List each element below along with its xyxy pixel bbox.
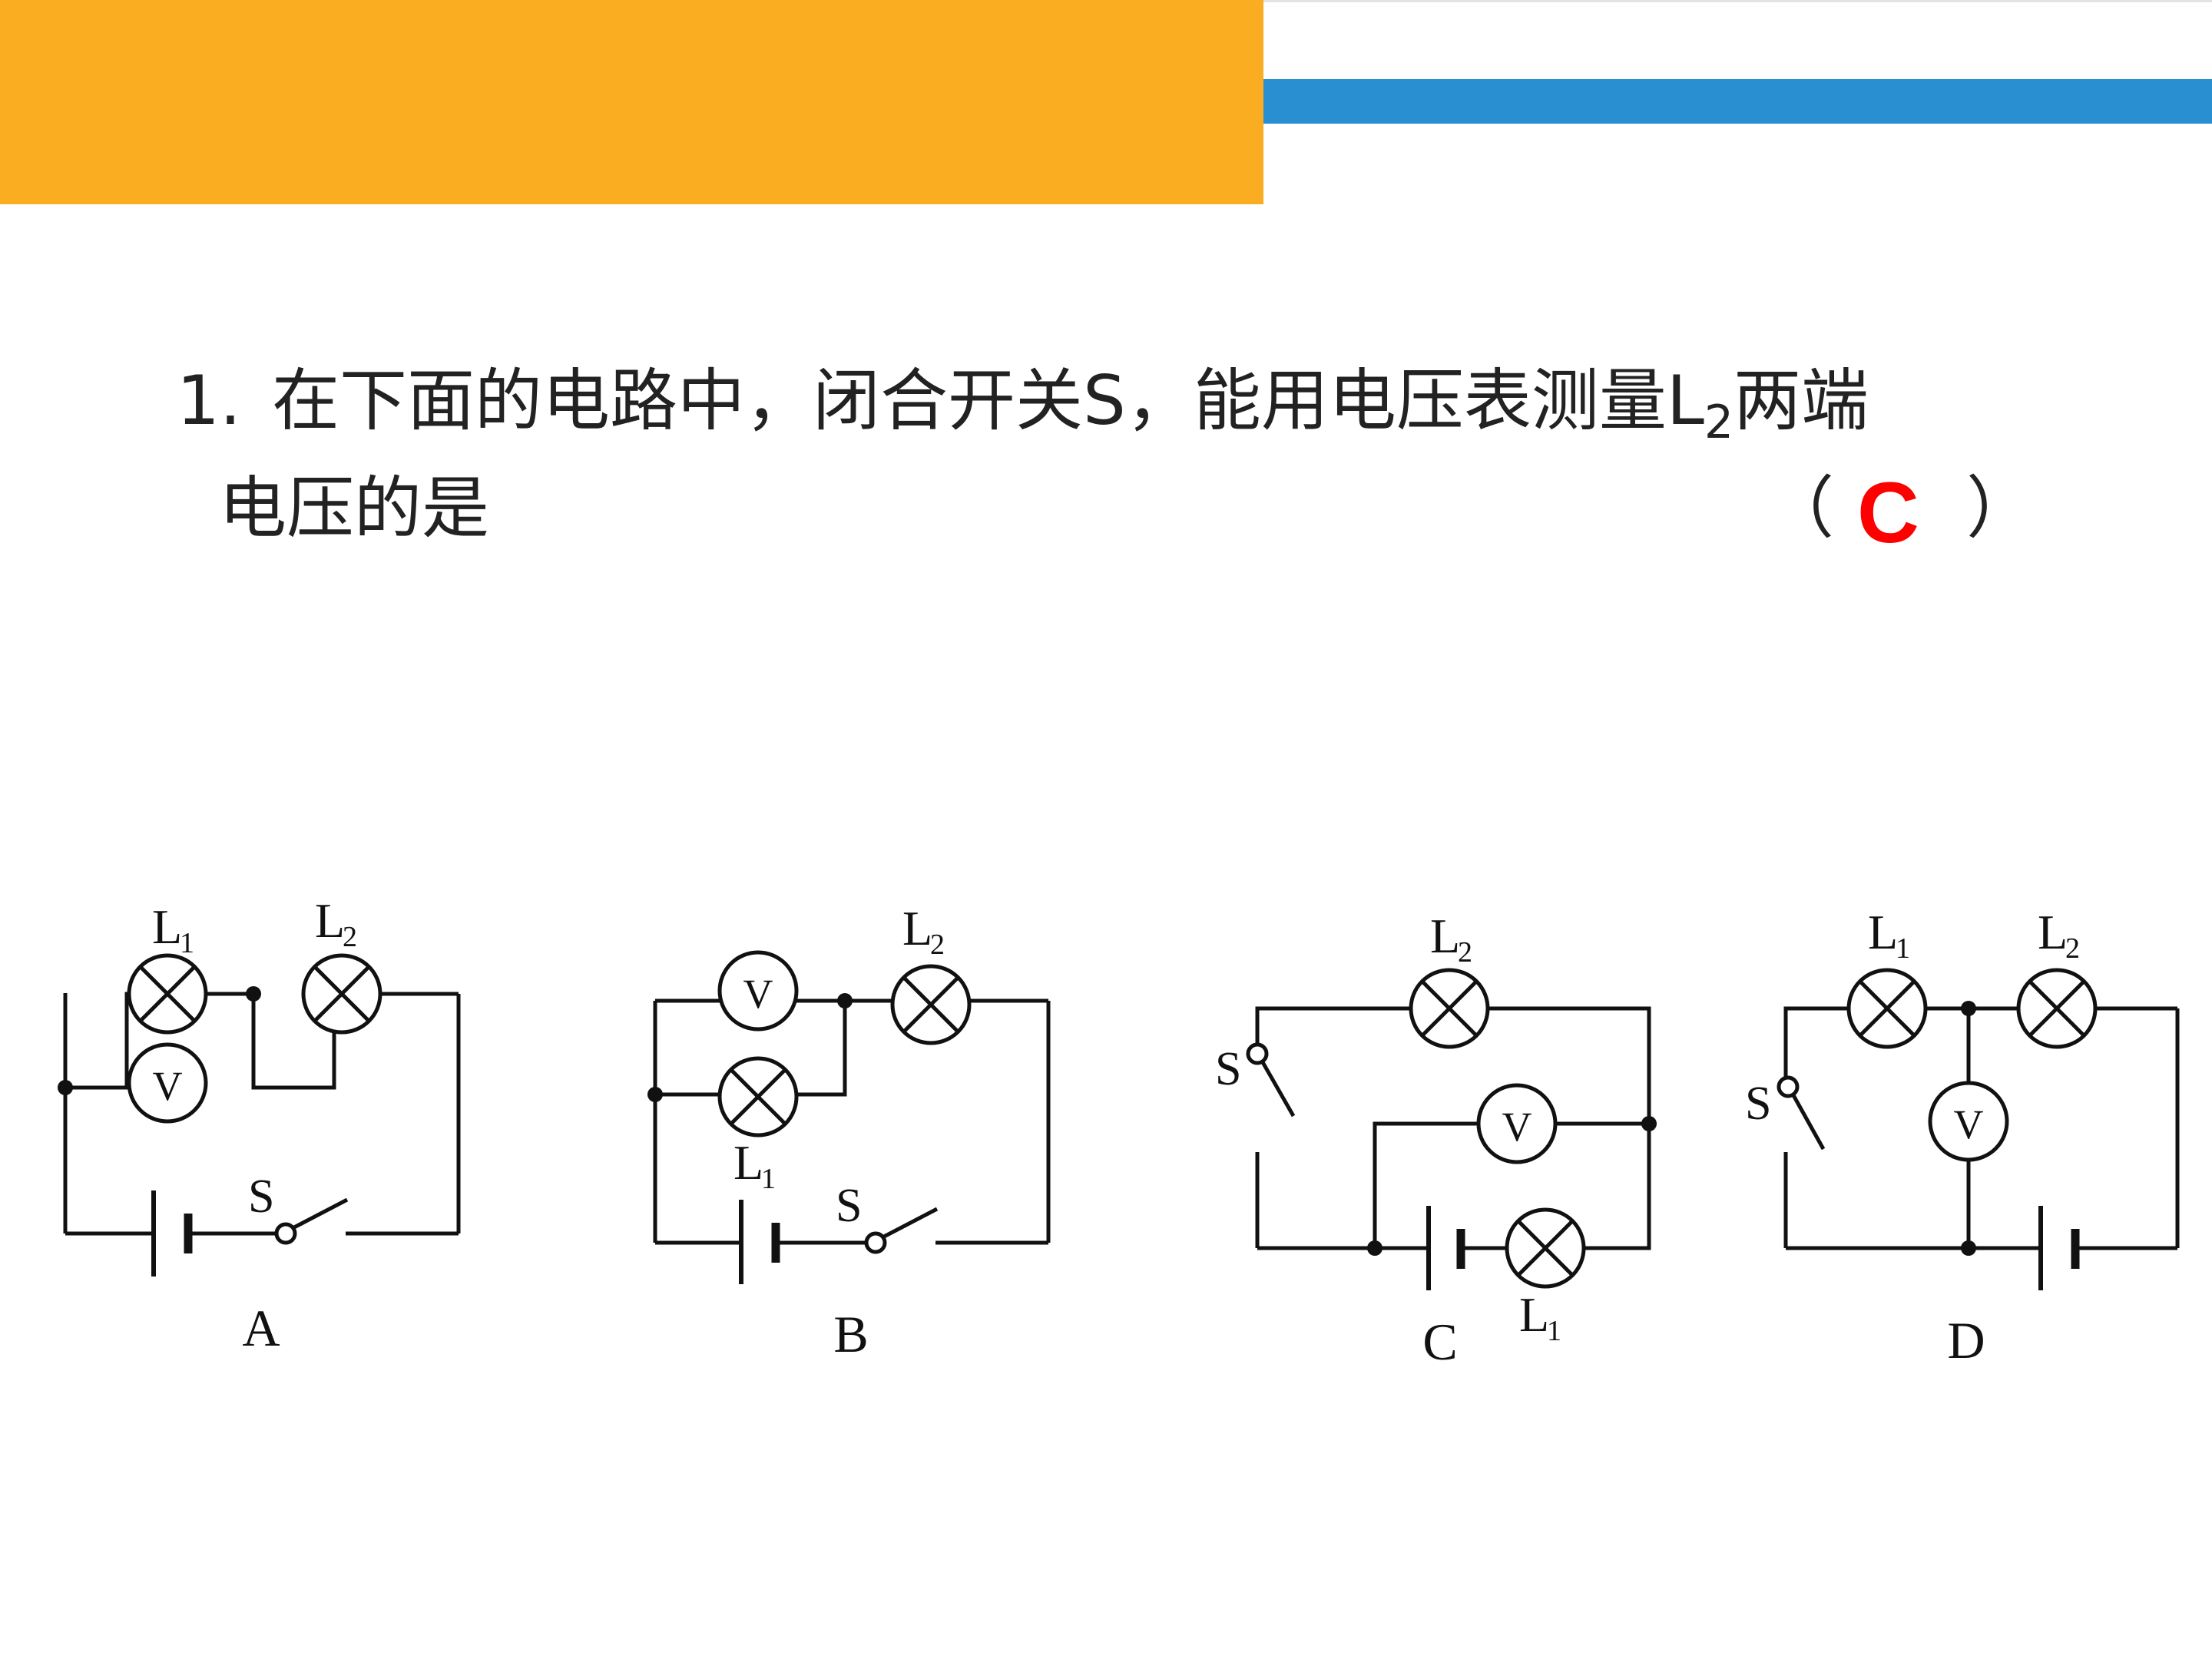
circuit-d-l2-letter: L xyxy=(2038,905,2068,959)
circuit-d-switch-label: S xyxy=(1745,1078,1771,1130)
question-number: 1. xyxy=(177,361,241,440)
circuit-a-l2-letter: L xyxy=(315,893,345,948)
circuit-a-battery xyxy=(151,1190,193,1277)
answer-letter: C xyxy=(1857,465,1919,561)
circuit-c-lamp-l1 xyxy=(1507,1210,1584,1286)
circuit-a-switch xyxy=(274,1197,349,1245)
circuit-b-voltmeter-label: V xyxy=(743,971,773,1017)
circuit-d-l1-letter: L xyxy=(1868,905,1898,959)
circuit-c-l2-letter: L xyxy=(1430,909,1460,963)
question-line-1: 1.在下面的电路中，闭合开关S，能用电压表测量L2两端 xyxy=(177,367,1869,446)
circuit-d-voltmeter-label: V xyxy=(1954,1101,1984,1147)
circuit-a-labels: L 1 L 2 V S A xyxy=(152,893,357,1357)
circuit-b-l1-letter: L xyxy=(733,1135,763,1190)
circuit-b-junction-left xyxy=(647,1087,663,1102)
circuit-b-switch-label: S xyxy=(836,1180,862,1232)
question-text-end: 两端 xyxy=(1734,361,1869,440)
header-blue-bar xyxy=(1263,79,2212,124)
circuit-c-switch-label: S xyxy=(1215,1043,1241,1095)
circuit-a-l2-sub: 2 xyxy=(343,921,357,953)
circuit-c-wires xyxy=(1255,1006,1651,1250)
circuit-b-caption: B xyxy=(833,1305,868,1363)
circuit-c-caption: C xyxy=(1422,1313,1457,1371)
circuit-c-l1-sub: 1 xyxy=(1547,1315,1561,1347)
circuit-c-l1-letter: L xyxy=(1519,1287,1549,1342)
circuit-d-l2-sub: 2 xyxy=(2065,932,2080,965)
circuit-a-junction-mid xyxy=(246,986,261,1002)
circuit-a-voltmeter-label: V xyxy=(153,1063,183,1109)
header-gray-line xyxy=(1263,0,2212,2)
circuit-a-switch-label: S xyxy=(248,1171,274,1223)
circuit-b-battery xyxy=(739,1200,780,1284)
circuit-c-voltmeter-label: V xyxy=(1502,1104,1532,1150)
circuit-d-caption: D xyxy=(1947,1311,1985,1369)
circuit-a-junction-left xyxy=(58,1080,73,1095)
circuit-d-lamp-l1 xyxy=(1849,970,1926,1047)
circuit-d-switch xyxy=(1777,1075,1826,1151)
question-subscript: 2 xyxy=(1704,396,1734,449)
circuit-c-battery xyxy=(1426,1206,1465,1290)
circuit-d xyxy=(1777,970,2180,1290)
circuit-b-lamp-l1 xyxy=(720,1058,796,1135)
circuit-c xyxy=(1246,970,1657,1290)
circuit-d-junction-top xyxy=(1961,1001,1976,1016)
circuit-d-wires xyxy=(1783,1006,2180,1250)
circuit-a-l1-letter: L xyxy=(152,899,182,954)
circuit-a-l1-sub: 1 xyxy=(180,927,194,959)
circuit-a-lamp-l2 xyxy=(303,955,380,1032)
circuit-b-l2-sub: 2 xyxy=(930,929,945,961)
circuit-d-battery xyxy=(2038,1206,2080,1290)
circuit-c-lamp-l2 xyxy=(1411,970,1488,1047)
circuit-c-junction-right xyxy=(1641,1116,1657,1131)
circuit-a xyxy=(58,955,461,1277)
circuit-b xyxy=(647,952,1051,1284)
circuit-a-caption: A xyxy=(242,1299,280,1357)
circuit-d-l1-sub: 1 xyxy=(1896,932,1910,965)
circuit-b-switch xyxy=(864,1207,939,1254)
question-text-main: 在下面的电路中，闭合开关S，能用电压表测量L xyxy=(271,361,1704,440)
circuit-b-l1-sub: 1 xyxy=(761,1163,776,1195)
circuit-c-labels: L 2 S V L 1 C xyxy=(1215,909,1561,1371)
circuit-b-labels: V L 2 L 1 S B xyxy=(733,901,945,1363)
circuit-b-junction-mid xyxy=(837,993,853,1008)
circuit-d-lamp-l2 xyxy=(2018,970,2095,1047)
circuit-b-l2-letter: L xyxy=(902,901,932,955)
circuit-c-junction-bottom xyxy=(1367,1240,1382,1256)
circuit-a-lamp-l1 xyxy=(129,955,206,1032)
circuit-b-lamp-l2 xyxy=(892,966,969,1043)
circuit-d-labels: L 1 L 2 S V D xyxy=(1745,905,2080,1369)
circuit-c-l2-sub: 2 xyxy=(1458,936,1472,969)
header-orange-bar xyxy=(0,0,1263,204)
circuit-c-switch xyxy=(1246,1042,1296,1118)
answer-paren-open: （ xyxy=(1767,469,1835,548)
answer-paren-close: ） xyxy=(1966,469,2035,548)
question-line-2: 电压的是 xyxy=(219,469,490,548)
circuit-d-junction-bottom xyxy=(1961,1240,1976,1256)
